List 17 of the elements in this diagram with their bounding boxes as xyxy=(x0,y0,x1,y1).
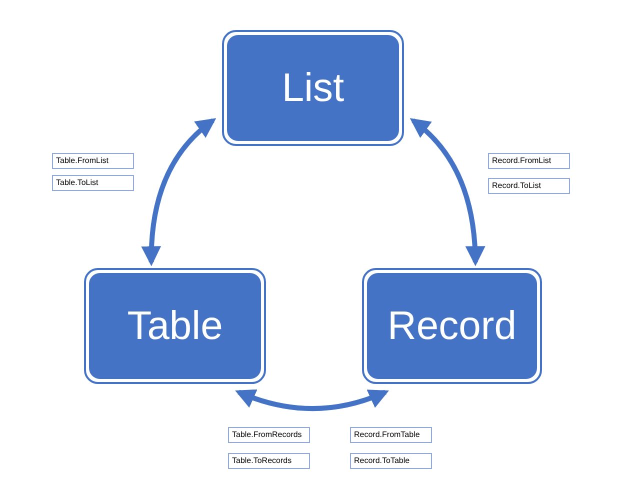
function-label: Record.ToList xyxy=(488,178,570,194)
function-label: Table.ToRecords xyxy=(228,453,310,469)
function-label: Record.ToTable xyxy=(350,453,432,469)
function-label: Table.FromRecords xyxy=(228,427,310,443)
function-label: Table.FromList xyxy=(52,153,134,169)
node-title: Table xyxy=(127,306,223,346)
double-arrow xyxy=(142,118,216,266)
double-arrow xyxy=(235,388,390,412)
rounded-box xyxy=(222,30,404,146)
function-label: Table.ToList xyxy=(52,175,134,191)
function-label: Record.FromTable xyxy=(350,427,432,443)
node-title: Record xyxy=(388,306,516,346)
rounded-box xyxy=(362,268,542,384)
rounded-box xyxy=(84,268,266,384)
node-title: List xyxy=(282,68,344,108)
function-label: Record.FromList xyxy=(488,153,570,169)
double-arrow xyxy=(410,118,485,266)
